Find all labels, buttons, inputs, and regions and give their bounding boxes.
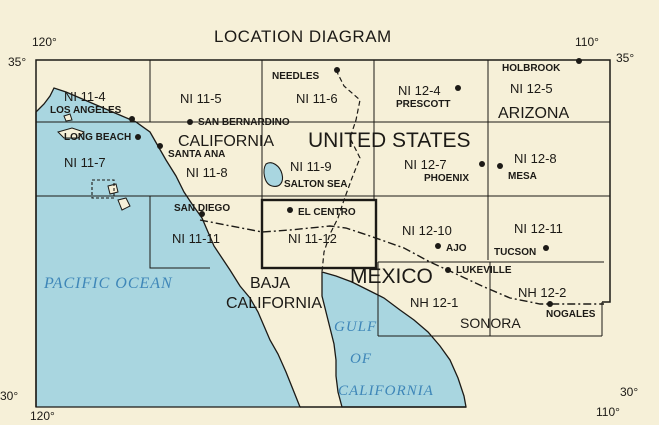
city-label: PRESCOTT (396, 99, 451, 110)
pacific-ocean-water (35, 87, 301, 408)
city-dot-prescott (455, 85, 461, 91)
city-dot-el-centro (287, 207, 293, 213)
sheet-label: NI 11-12 (288, 231, 337, 246)
sheet-label: NH 12-2 (518, 285, 567, 300)
city-dot-san-bernardino (187, 119, 193, 125)
sheet-label: NI 11-7 (64, 155, 106, 170)
gulf-label: CALIFORNIA (338, 383, 434, 399)
sheet-label: NI 12-7 (404, 157, 447, 172)
sheet-label: NI 12-10 (402, 223, 452, 238)
inset-box (91, 179, 115, 199)
city-dot-nogales (547, 301, 553, 307)
city-label: AJO (446, 243, 467, 254)
california-arizona-border (321, 69, 361, 273)
city-dot-tucson (543, 245, 549, 251)
city-label: NOGALES (546, 309, 596, 320)
latitude-label: 30° (0, 389, 19, 403)
channel-island (63, 113, 73, 122)
city-label: TUCSON (494, 247, 537, 258)
state-label: ARIZONA (498, 105, 570, 122)
city-label: PHOENIX (424, 173, 470, 184)
ocean-label: PACIFIC OCEAN (44, 275, 173, 292)
sheet-label: NI 11-5 (180, 91, 222, 106)
region-label: BAJA (250, 275, 291, 292)
city-dot-santa-ana (157, 143, 163, 149)
sheet-label: NH 12-1 (410, 295, 459, 310)
city-dot-mesa (497, 163, 503, 169)
city-label: LONG BEACH (64, 132, 132, 143)
city-label: SAN DIEGO (174, 203, 231, 214)
sheet-label: NI 11-11 (172, 231, 220, 246)
sheet-label: NI 11-6 (296, 91, 338, 106)
city-dot-phoenix (479, 161, 485, 167)
gulf-label: OF (350, 351, 372, 367)
country-label: UNITED STATES (308, 129, 471, 152)
region-label: CALIFORNIA (226, 295, 323, 312)
region-label: SONORA (460, 315, 521, 331)
city-label: NEEDLES (272, 71, 320, 82)
city-dot-holbrook (576, 58, 582, 64)
sheet-label: NI 11-4 (64, 89, 106, 104)
diagram-frame (35, 59, 611, 407)
city-label: SALTON SEA (284, 179, 348, 190)
city-label: SANTA ANA (168, 149, 226, 160)
international-border (199, 219, 604, 305)
city-dot-needles (334, 67, 340, 73)
highlighted-sheet-ni-11-12 (260, 198, 378, 270)
city-dot-los-angeles (129, 116, 135, 122)
latitude-label: 35° (616, 51, 635, 65)
city-dot-lukeville (445, 267, 451, 273)
channel-island (107, 183, 119, 195)
gulf-label: GULF (334, 319, 378, 335)
sheet-label: NI 11-9 (290, 159, 332, 174)
longitude-label: 110° (596, 405, 620, 419)
city-label: HOLBROOK (502, 63, 561, 74)
gulf-of-california-water (321, 271, 467, 408)
sheet-label: NI 12-4 (398, 83, 441, 98)
channel-island (117, 197, 131, 211)
sheet-label: NI 12-8 (514, 151, 557, 166)
longitude-label: 120° (32, 35, 57, 49)
city-label: MESA (508, 171, 537, 182)
longitude-label: 110° (575, 35, 599, 49)
city-label: SAN BERNARDINO (198, 117, 290, 128)
latitude-label: 35° (8, 55, 27, 69)
city-label: LUKEVILLE (456, 265, 512, 276)
city-dot-san-diego (199, 211, 205, 217)
diagram-title: LOCATION DIAGRAM (214, 27, 392, 46)
latitude-label: 30° (620, 385, 639, 399)
channel-island (57, 127, 85, 139)
state-label: CALIFORNIA (178, 133, 275, 150)
city-dot-long-beach (135, 134, 141, 140)
city-label: LOS ANGELES (50, 105, 122, 116)
sheet-label: NI 12-5 (510, 81, 553, 96)
sheet-label: NI 11-8 (186, 165, 228, 180)
salton-sea-water (263, 162, 284, 187)
city-dot-ajo (435, 243, 441, 249)
city-label: EL CENTRO (298, 207, 356, 218)
country-label: MEXICO (350, 265, 433, 288)
longitude-label: 120° (30, 409, 55, 423)
sheet-label: NI 12-11 (514, 221, 563, 236)
